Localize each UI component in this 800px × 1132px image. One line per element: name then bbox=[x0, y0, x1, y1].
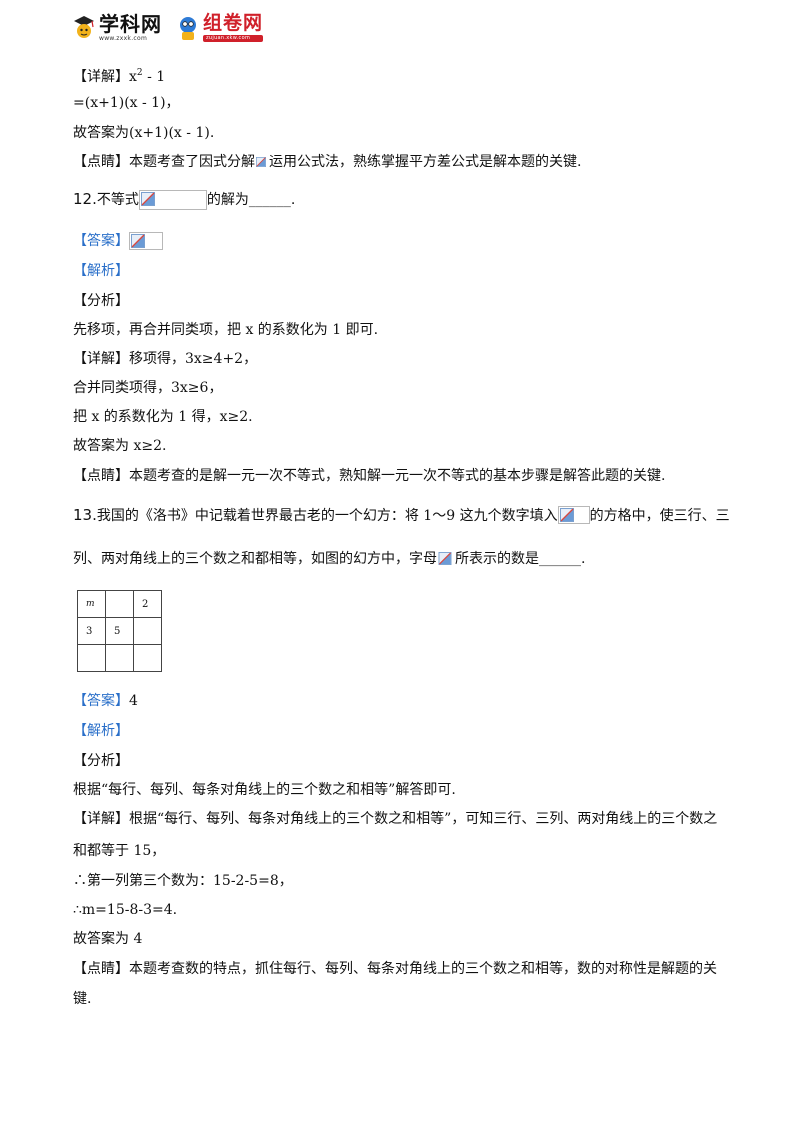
grid-cell bbox=[133, 617, 162, 645]
q12-step3: 把 x 的系数化为 1 得，x≥2. bbox=[73, 409, 253, 425]
grid-cell bbox=[105, 590, 134, 618]
q11-point: 【点睛】本题考查了因式分解运用公式法，熟练掌握平方差公式是解本题的关键. bbox=[73, 153, 581, 171]
zxxk-logo-name: 学科网 bbox=[99, 12, 162, 36]
magic-square-grid: m 2 3 5 bbox=[77, 590, 162, 672]
zxxk-logo: 学科网 www.zxxk.com bbox=[72, 14, 162, 42]
grid-cell: 3 bbox=[77, 617, 106, 645]
q13-point-cont: 键. bbox=[73, 991, 92, 1007]
grid-cell: m bbox=[77, 590, 106, 618]
q12-step2: 合并同类项得，3x≥6， bbox=[73, 380, 223, 396]
q12-point: 【点睛】本题考查的是解一元一次不等式，熟知解一元一次不等式的基本步骤是解答此题的… bbox=[73, 467, 665, 485]
zujuan-logo-url: zujuan.xkw.com bbox=[203, 35, 264, 42]
q12-point-tag: 【点睛】 bbox=[73, 468, 129, 484]
q13-analysis-tag: 【解析】 bbox=[73, 723, 129, 739]
graduate-mascot-icon bbox=[72, 15, 96, 41]
q12-analysis-tag: 【解析】 bbox=[73, 263, 129, 279]
zujuan-logo: 组卷网 zujuan.xkw.com bbox=[176, 12, 264, 42]
q12-text-a: 不等式 bbox=[96, 192, 139, 208]
q13-point-tag: 【点睛】 bbox=[73, 961, 129, 977]
q13-stem-line1: 13.我国的《洛书》中记载着世界最古老的一个幻方：将 1～9 这九个数字填入 的方… bbox=[73, 506, 730, 525]
q13-answer: 【答案】4 bbox=[73, 692, 138, 710]
zujuan-logo-name: 组卷网 bbox=[203, 12, 264, 34]
q13-detail-tag: 【详解】 bbox=[73, 811, 129, 827]
grid-cell: 2 bbox=[133, 590, 162, 618]
q12-stem: 12.不等式 的解为______. bbox=[73, 190, 295, 210]
q12-answer-line: 故答案为 x≥2. bbox=[73, 438, 167, 454]
grid-image-placeholder bbox=[557, 506, 590, 524]
q11-detail-tag: 【详解】 bbox=[73, 69, 129, 85]
q13-number: 13. bbox=[73, 506, 97, 524]
q12-text-b: 的解为______. bbox=[206, 192, 296, 208]
grid-row: 3 5 bbox=[77, 617, 162, 645]
q12-answer-tag: 【答案】 bbox=[73, 233, 129, 249]
q11-point-text-a: 本题考查了因式分解 bbox=[129, 154, 255, 170]
q11-detail-expr: x bbox=[129, 69, 137, 85]
q11-answer-line: 故答案为(x+1)(x - 1). bbox=[73, 125, 215, 141]
q13-text-b: 的方格中，使三行、三 bbox=[589, 508, 730, 524]
q13-fenxi-tag: 【分析】 bbox=[73, 753, 129, 769]
q12-detail-text: 移项得，3x≥4+2， bbox=[129, 351, 258, 367]
answer-image-placeholder bbox=[129, 232, 163, 250]
q13-detail-cont: 和都等于 15， bbox=[73, 843, 166, 859]
q13-answer-value: 4 bbox=[129, 693, 138, 709]
grid-cell bbox=[133, 644, 162, 672]
q12-answer: 【答案】 bbox=[73, 232, 163, 250]
q13-step1: ∴第一列第三个数为：15-2-5=8， bbox=[73, 873, 293, 889]
q12-detail: 【详解】移项得，3x≥4+2， bbox=[73, 350, 257, 368]
q12-detail-tag: 【详解】 bbox=[73, 351, 129, 367]
q13-step2: ∴m=15-8-3=4. bbox=[73, 902, 178, 918]
q12-fenxi-tag: 【分析】 bbox=[73, 293, 129, 309]
q11-step1: =(x+1)(x - 1)， bbox=[73, 95, 180, 111]
inequality-image-placeholder bbox=[138, 190, 207, 210]
q13-fenxi-text: 根据“每行、每列、每条对角线上的三个数之和相等”解答即可. bbox=[73, 782, 456, 798]
grid-row: m 2 bbox=[77, 590, 162, 618]
grid-cell bbox=[105, 644, 134, 672]
page-header: 学科网 www.zxxk.com 组卷网 zujuan.xkw.com bbox=[72, 10, 277, 46]
q11-detail: 【详解】x2 - 1 bbox=[73, 64, 165, 86]
q13-detail-text: 根据“每行、每列、每条对角线上的三个数之和相等”，可知三行、三列、两对角线上的三… bbox=[129, 811, 718, 827]
q13-point: 【点睛】本题考查数的特点，抓住每行、每列、每条对角线上的三个数之和相等，数的对称… bbox=[73, 960, 717, 978]
q13-text-d: 所表示的数是______. bbox=[455, 551, 586, 567]
q12-point-text: 本题考查的是解一元一次不等式，熟知解一元一次不等式的基本步骤是解答此题的关键. bbox=[129, 468, 666, 484]
grid-row bbox=[77, 644, 162, 672]
q12-fenxi-text: 先移项，再合并同类项，把 x 的系数化为 1 即可. bbox=[73, 322, 379, 338]
q13-text-c: 列、两对角线上的三个数之和都相等，如图的幻方中，字母 bbox=[73, 551, 437, 567]
q11-detail-exponent: 2 bbox=[136, 68, 143, 78]
q12-number: 12. bbox=[73, 190, 97, 208]
grid-cell bbox=[77, 644, 106, 672]
broken-image-icon bbox=[255, 156, 269, 168]
q13-stem-line2: 列、两对角线上的三个数之和都相等，如图的幻方中，字母 所表示的数是______. bbox=[73, 550, 585, 568]
q11-point-tag: 【点睛】 bbox=[73, 154, 129, 170]
letter-image-placeholder bbox=[437, 552, 455, 566]
q11-point-text-b: 运用公式法，熟练掌握平方差公式是解本题的关键. bbox=[269, 154, 582, 170]
q13-text-a: 我国的《洛书》中记载着世界最古老的一个幻方：将 1～9 这九个数字填入 bbox=[96, 508, 558, 524]
student-mascot-icon bbox=[176, 15, 200, 41]
q13-answer-tag: 【答案】 bbox=[73, 693, 129, 709]
q13-detail: 【详解】根据“每行、每列、每条对角线上的三个数之和相等”，可知三行、三列、两对角… bbox=[73, 810, 717, 828]
q13-point-text: 本题考查数的特点，抓住每行、每列、每条对角线上的三个数之和相等，数的对称性是解题… bbox=[129, 961, 717, 977]
grid-cell: 5 bbox=[105, 617, 134, 645]
q13-answer-line: 故答案为 4 bbox=[73, 931, 143, 947]
zxxk-logo-url: www.zxxk.com bbox=[99, 35, 148, 42]
q11-detail-rest: - 1 bbox=[142, 69, 166, 85]
